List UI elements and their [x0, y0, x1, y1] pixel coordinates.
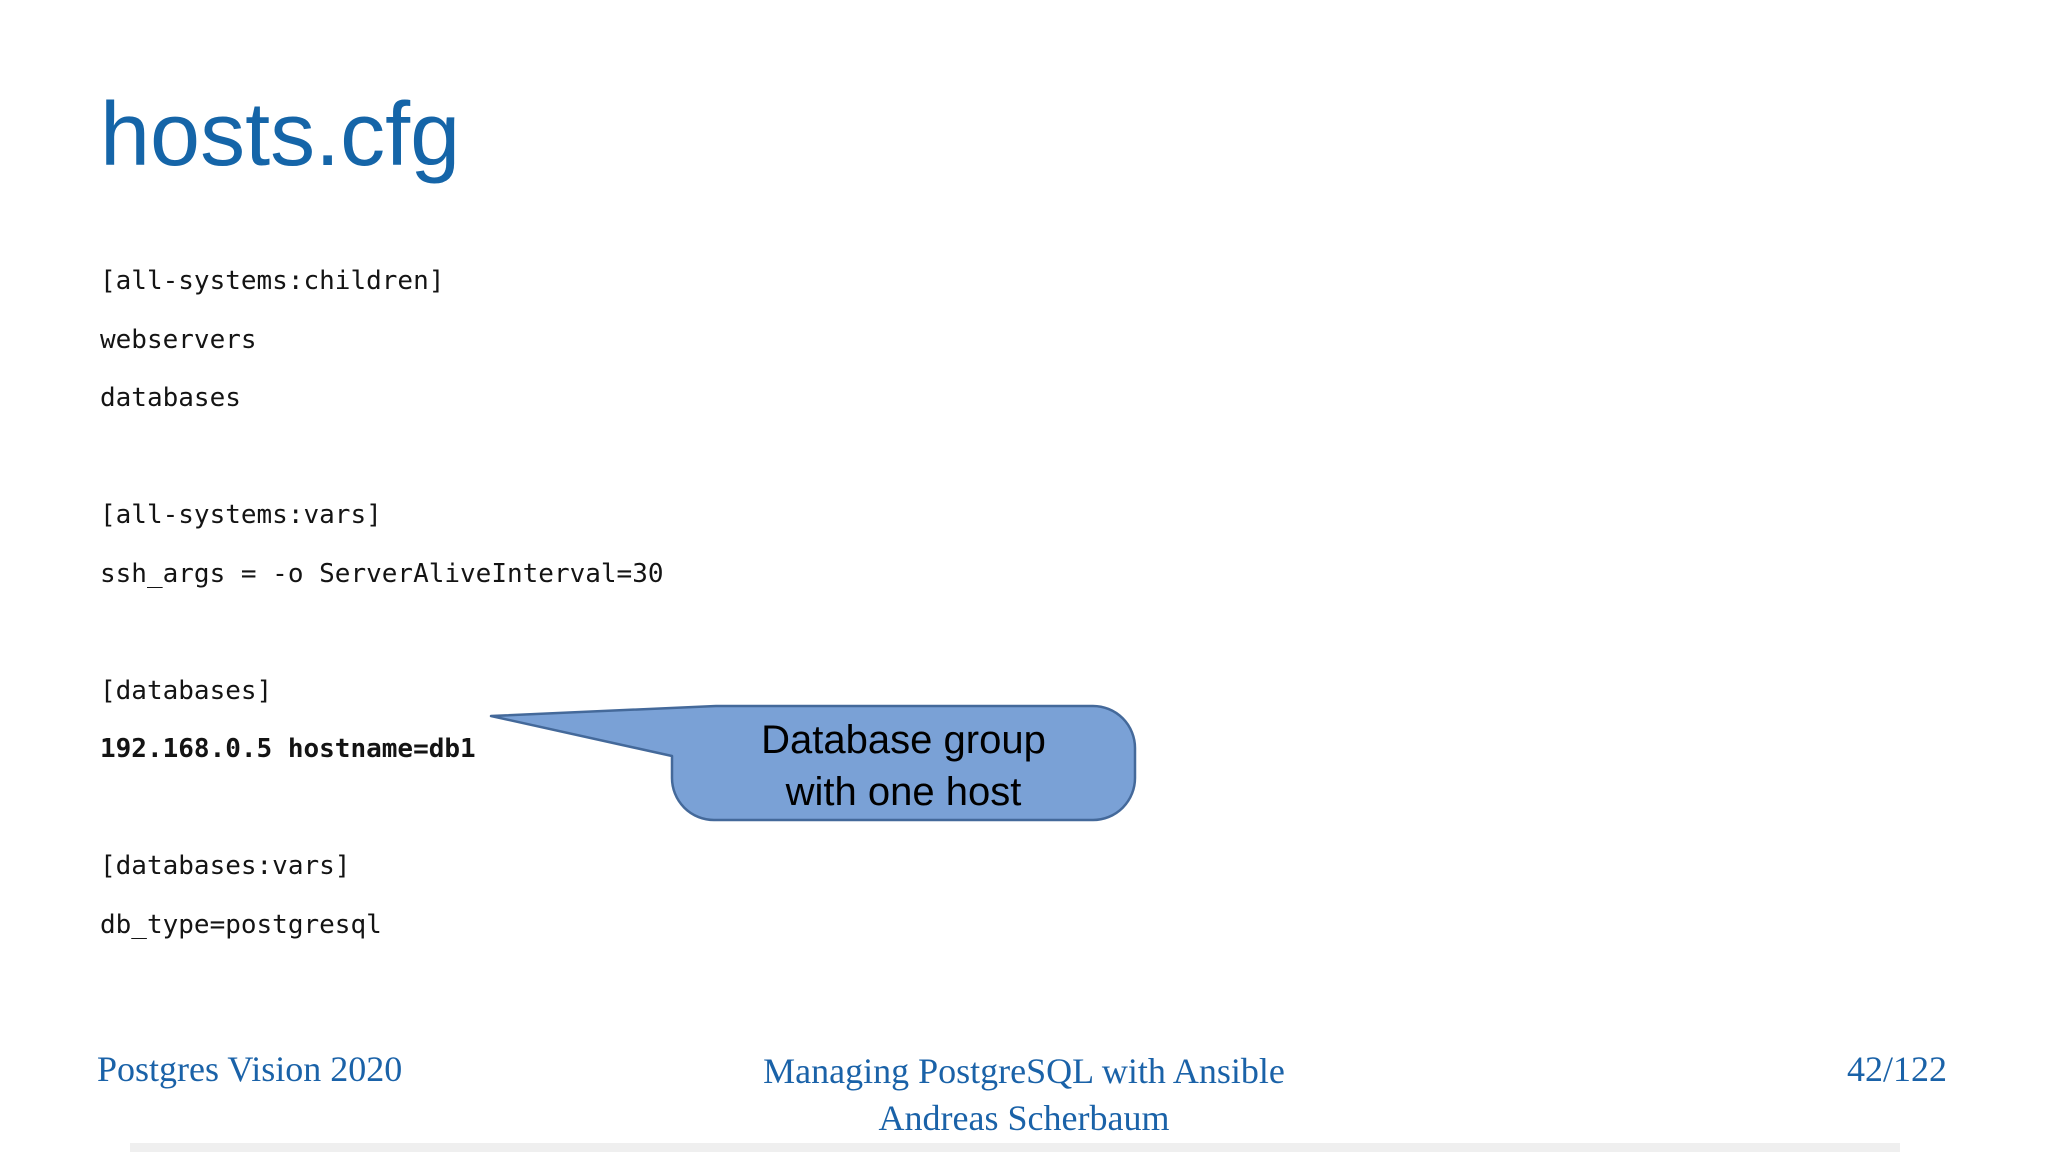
- code-line: databases: [100, 383, 241, 413]
- footer-page-number: 42/122: [1846, 1049, 1947, 1089]
- slide-title: hosts.cfg: [100, 85, 461, 185]
- bottom-edge-strip: [130, 1143, 1900, 1152]
- code-line: [all-systems:children]: [100, 266, 445, 296]
- callout-text: Database group with one host: [672, 712, 1135, 820]
- code-line: 192.168.0.5 hostname=db1: [100, 734, 476, 764]
- code-line: [databases]: [100, 675, 273, 706]
- code-block: [all-systems:children] webservers database…: [100, 252, 664, 954]
- footer-author: Andreas Scherbaum: [878, 1098, 1170, 1138]
- code-line: ssh_args = -o ServerAliveInterval=30: [100, 558, 664, 589]
- code-line: [databases:vars]: [100, 851, 351, 881]
- callout-text-line1: Database group: [761, 718, 1046, 762]
- code-line: [100, 603, 664, 662]
- footer-conference: Postgres Vision 2020: [97, 1049, 403, 1089]
- footer-deck-title: Managing PostgreSQL with Ansible: [763, 1051, 1285, 1091]
- code-line: webservers: [100, 324, 257, 355]
- code-line: db_type=postgresql: [100, 909, 382, 940]
- footer-center: Managing PostgreSQL with Ansible Andreas…: [0, 1048, 2048, 1142]
- callout-bubble-shape: [489, 704, 1137, 822]
- code-line: [100, 428, 664, 487]
- code-line: [all-systems:vars]: [100, 500, 382, 530]
- callout-text-line2: with one host: [785, 770, 1022, 814]
- callout-bubble-path: [489, 704, 1137, 822]
